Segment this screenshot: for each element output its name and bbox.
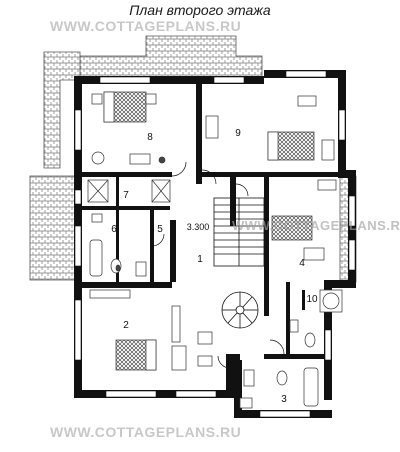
armchair-room-8 bbox=[205, 115, 219, 139]
doors bbox=[151, 161, 285, 369]
furniture bbox=[87, 91, 343, 409]
watermark-top: WWW.COTTAGEPLANS.RU bbox=[50, 18, 242, 34]
windows bbox=[74, 70, 356, 418]
room-label-9: 9 bbox=[235, 128, 241, 139]
plan-title: План второго этажа bbox=[129, 2, 271, 18]
room-label-10: 10 bbox=[306, 294, 318, 305]
dimension-label: 3.300 bbox=[187, 222, 210, 232]
room-label-4: 4 bbox=[299, 258, 305, 269]
room-label-3: 3 bbox=[281, 394, 287, 405]
room-label-1: 1 bbox=[197, 254, 203, 265]
room-label-2: 2 bbox=[123, 320, 129, 331]
room-labels: 1 2 3 4 5 6 7 8 9 10 3.300 bbox=[111, 128, 318, 405]
watermark-middle: WWW.COTTAGEPLANS.RU bbox=[232, 218, 400, 233]
room-label-7: 7 bbox=[123, 190, 129, 201]
room-label-6: 6 bbox=[111, 224, 117, 235]
room-label-5: 5 bbox=[157, 224, 163, 235]
bed-room-4 bbox=[271, 215, 313, 241]
watermark-bottom: WWW.COTTAGEPLANS.RU bbox=[50, 424, 242, 440]
room-label-8: 8 bbox=[147, 132, 153, 143]
staircase bbox=[213, 197, 265, 329]
